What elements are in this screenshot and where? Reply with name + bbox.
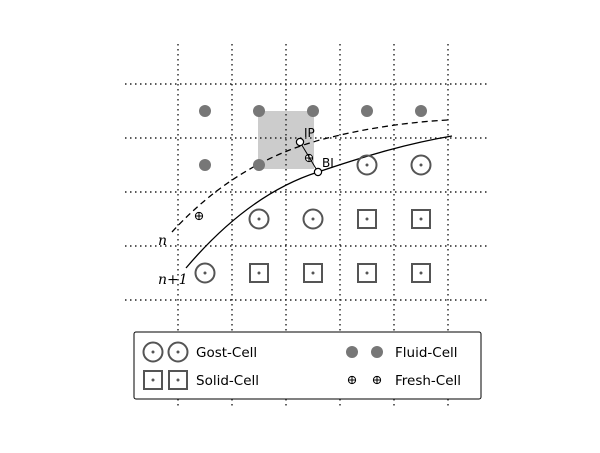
solid-cell-center [311,271,315,275]
legend-solid-label: Solid-Cell [196,373,259,389]
solid-cell-center [419,271,423,275]
fluid-cell-marker [253,159,265,171]
fluid-cell-marker [199,159,211,171]
solid-cell-marker [249,263,269,283]
legend: Gost-Cell Solid-Cell Fluid-Cell Fresh-Ce… [133,331,482,400]
solid-cell-marker [411,209,431,229]
fluid-cell-marker [361,105,373,117]
fluid-cell-marker [199,105,211,117]
fluid-cell-marker [307,105,319,117]
image-point-marker [295,137,305,147]
interface-label-n: n [158,233,167,249]
image-point-construction: IP BI [295,126,334,177]
ghost-cell-center [311,217,315,221]
solid-cell-center [365,271,369,275]
solid-cell-center [365,217,369,221]
solid-cell-center [257,271,261,275]
solid-cell-marker [357,263,377,283]
ghost-cell-marker [356,154,378,176]
solid-cell-center [419,217,423,221]
interface-curve-n [171,119,449,233]
grid [125,44,488,408]
solid-cell-marker [357,209,377,229]
ghost-cell-center [203,271,207,275]
ghost-cell-marker [194,262,216,284]
image-point-label: IP [304,126,315,140]
ghost-cell-marker [410,154,432,176]
boundary-intercept-label: BI [322,156,334,170]
interface-label-n-plus-1: n+1 [158,272,188,288]
fluid-cell-marker [415,105,427,117]
boundary-intercept-marker [313,167,323,177]
legend-fluid-label: Fluid-Cell [395,345,458,361]
ghost-cell-center [419,163,423,167]
ghost-cell-marker [302,208,324,230]
ghost-cell-marker [248,208,270,230]
solid-cell-marker [303,263,323,283]
legend-box [133,331,482,400]
legend-ghost-icons [142,341,189,363]
solid-cell-marker [411,263,431,283]
ghost-cell-center [257,217,261,221]
legend-fresh-icons [347,375,382,385]
fluid-cell-marker [253,105,265,117]
legend-fluid-icons [346,346,383,358]
ghost-cell-center [365,163,369,167]
legend-solid-icons [143,370,188,390]
legend-fresh-label: Fresh-Cell [395,373,461,389]
interface-curve-n-plus-1 [185,135,453,269]
legend-ghost-label: Gost-Cell [196,345,257,361]
